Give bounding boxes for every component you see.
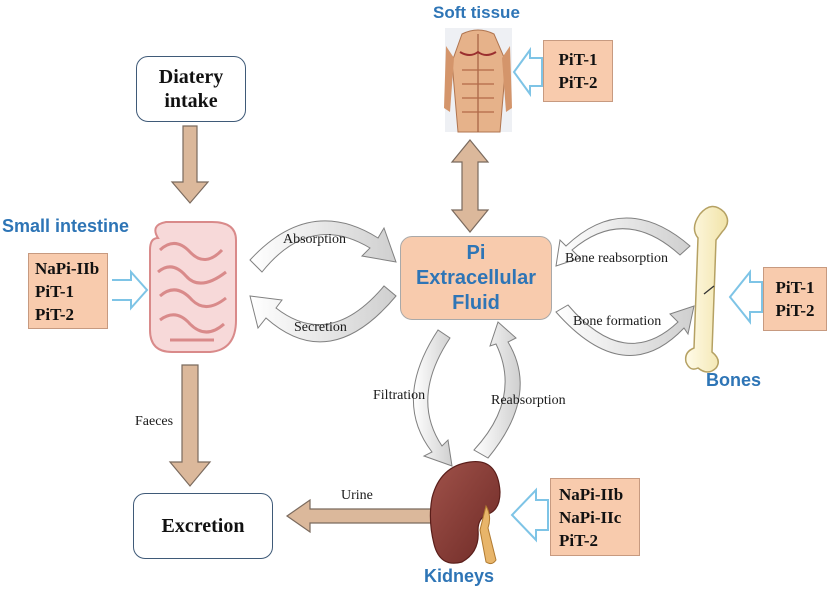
transporter-label: NaPi-IIc <box>559 507 622 527</box>
bones-title: Bones <box>706 370 762 390</box>
kidneys-title: Kidneys <box>424 566 495 586</box>
transporter-label: PiT-2 <box>35 304 75 324</box>
urine-label: Urine <box>341 488 373 503</box>
pi-line-2: Extracellular <box>415 266 537 289</box>
soft-tissue-transporters: PiT-1 PiT-2 <box>543 40 613 102</box>
diet-line-1: Diatery <box>158 66 224 88</box>
kidneys-transporters: NaPi-IIb NaPi-IIc PiT-2 <box>550 478 640 556</box>
secretion-curve-arrow <box>249 285 397 343</box>
pi-soft-tissue-arrow <box>450 139 490 233</box>
diet-to-intestine-arrow <box>170 125 210 204</box>
excretion-box: Excretion <box>133 493 273 559</box>
transporter-label: NaPi-IIb <box>559 484 624 504</box>
faeces-arrow <box>168 364 212 487</box>
callout-arrow-soft-tissue <box>512 46 543 98</box>
pi-line-1: Pi <box>466 241 486 264</box>
bone-formation-label: Bone formation <box>573 314 662 329</box>
transporter-label: PiT-1 <box>558 50 598 69</box>
secretion-label: Secretion <box>294 320 347 335</box>
transporter-label: NaPi-IIb <box>35 258 100 278</box>
urine-arrow <box>285 498 434 534</box>
transporter-label: PiT-1 <box>35 281 75 301</box>
absorption-label: Absorption <box>283 232 346 247</box>
dietary-intake-box: Diatery intake <box>136 56 246 122</box>
kidney-icon <box>429 460 501 565</box>
filtration-curve-arrow <box>413 329 453 467</box>
small-intestine-title: Small intestine <box>2 216 130 236</box>
callout-arrow-intestine <box>112 269 149 311</box>
diet-line-2: intake <box>164 90 218 112</box>
transporter-label: PiT-2 <box>558 73 598 92</box>
bone-formation-curve-arrow <box>555 304 695 356</box>
transporter-label: PiT-2 <box>559 530 599 550</box>
absorption-curve-arrow <box>249 220 397 273</box>
soft-tissue-title: Soft tissue <box>433 3 520 22</box>
reabsorption-curve-arrow <box>473 321 521 459</box>
small-intestine-transporters: NaPi-IIb PiT-1 PiT-2 <box>28 253 108 329</box>
filtration-label: Filtration <box>373 388 426 403</box>
excretion-label: Excretion <box>161 514 245 537</box>
pi-extracellular-fluid-box: Pi Extracellular Fluid <box>400 236 552 320</box>
reabsorption-label: Reabsorption <box>491 393 566 408</box>
pi-line-3: Fluid <box>452 291 500 314</box>
transporter-label: PiT-1 <box>775 278 815 297</box>
human-torso-icon <box>444 28 512 133</box>
bone-reabsorption-label: Bone reabsorption <box>565 251 669 266</box>
callout-arrow-kidneys <box>510 487 549 543</box>
bones-transporters: PiT-1 PiT-2 <box>763 267 827 331</box>
callout-arrow-bones <box>728 269 763 325</box>
bone-reabsorption-curve-arrow <box>555 217 691 267</box>
intestine-icon <box>149 221 237 353</box>
transporter-label: PiT-2 <box>775 301 815 320</box>
faeces-label: Faeces <box>135 414 174 429</box>
bone-icon <box>684 205 729 373</box>
